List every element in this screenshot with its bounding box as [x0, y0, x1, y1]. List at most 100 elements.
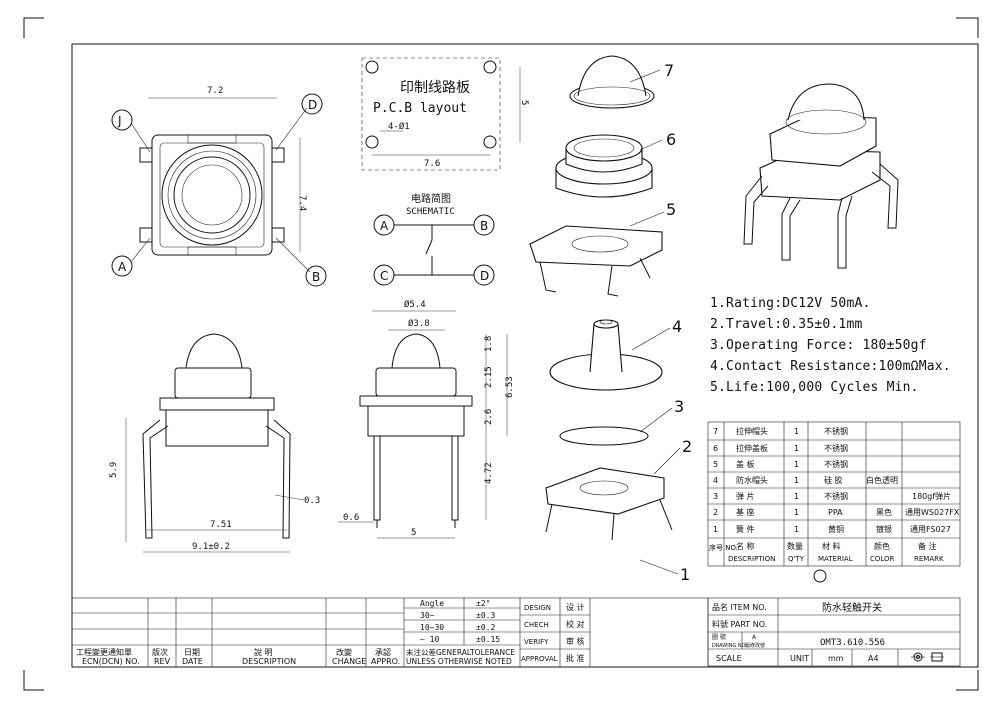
ecn-en: ECN(DCN) NO. [82, 657, 140, 666]
bom-name: 弹 片 [736, 491, 755, 501]
tol-range: Angle [420, 599, 444, 608]
spec-operating-force: 3.Operating Force: 180±50gf [710, 338, 927, 353]
bom-name: 防水帽头 [736, 475, 768, 485]
item-label: 品名 ITEM NO. [712, 602, 767, 612]
side-dim-width: 7.51 [210, 520, 232, 530]
tol-range: ~ 10 [420, 635, 439, 644]
bom-qty: 1 [794, 476, 799, 485]
crop-marks [23, 17, 979, 691]
tol-value: ±0.15 [476, 635, 500, 644]
front-dim-inner: Ø3.8 [408, 318, 430, 329]
isometric-assembly [743, 83, 899, 269]
revision-block [71, 597, 709, 668]
title-block-text: 品名 ITEM NO. 防水轻触开关 料號 PART NO. 圖 號 DRAWI… [712, 601, 885, 663]
callout-3: 3 [674, 397, 684, 416]
front-view: Ø5.4 Ø3.8 1.8 2.15 2.6 4.72 6.53 0.6 5 [338, 299, 515, 539]
bom-name: 簧 件 [736, 524, 755, 534]
pcb-dim-w: 7.6 [424, 159, 440, 169]
bom-header-qty-en: Q'TY [788, 555, 805, 563]
bom-header-no: 序号 NO. [709, 543, 738, 552]
scale-label: SCALE [716, 654, 742, 663]
revision-block-text: 工程變更通知單 ECN(DCN) NO. 版次 REV 日期 DATE 說 明 … [76, 599, 585, 666]
desc-cn: 說 明 [254, 647, 273, 657]
pcb-hole-note: 4-Ø1 [388, 121, 410, 132]
bom-remark: 180gf弹片 [912, 491, 951, 501]
top-view-label-b: B [312, 270, 320, 284]
approval-en: CHECH [524, 621, 549, 629]
top-view-label-d: D [308, 98, 317, 112]
bom-header-mat-en: MATERIAL [818, 555, 853, 563]
bom-rows: 7 拉伸帽头 1 不锈钢 6 拉伸盖板 1 不锈钢 5 盖 板 1 不锈钢 4 … [709, 426, 960, 563]
bom-no: 1 [713, 525, 718, 534]
unit-label: UNIT [790, 654, 809, 663]
change-en: CHANGE [332, 657, 366, 666]
top-view: 7.2 7.4 J D A B [111, 86, 327, 287]
bom-material: 不锈钢 [824, 491, 848, 501]
callout-5: 5 [666, 200, 676, 219]
exploded-parts: 7 6 5 4 3 2 1 [529, 55, 692, 584]
bom-material: 不锈钢 [824, 443, 848, 453]
bom-table [707, 421, 961, 567]
top-view-label-a: A [118, 260, 127, 274]
drawing-sub-label: DRAWING NO. [712, 643, 747, 649]
spec-rating: 1.Rating:DC12V 50mA. [710, 296, 871, 311]
bom-material: 硅 胶 [824, 475, 843, 485]
tol-value: ±0.2 [476, 623, 495, 632]
approval-en: DESIGN [524, 604, 551, 612]
appro-en: APPRO. [371, 657, 400, 666]
schematic-title-en: SCHEMATIC [406, 207, 455, 217]
appro-cn: 承認 [375, 647, 391, 657]
bom-color: 黑色 [876, 507, 892, 517]
bom-material: 不锈钢 [824, 426, 848, 436]
schematic-node-a: A [380, 219, 389, 233]
bom-header-color-en: COLOR [870, 555, 895, 563]
unit-value: mm [828, 654, 844, 663]
approval-cn: 校 对 [566, 619, 585, 629]
approval-en: APPROVAL [521, 655, 558, 663]
bom-color: 白色透明 [866, 475, 898, 485]
bom-remark: 通用FS027 [910, 524, 951, 534]
drawing-number: OMT3.610.556 [820, 638, 885, 648]
schematic-node-d: D [480, 269, 489, 283]
schematic-node-c: C [380, 269, 388, 283]
bom-name: 拉伸帽头 [736, 426, 768, 436]
approval-cn: 审 核 [566, 636, 585, 646]
bom-no: 7 [713, 427, 718, 436]
front-dim-v3: 2.6 [484, 409, 494, 425]
tol-value: ±0.3 [476, 611, 495, 620]
side-dim-leg: 0.3 [304, 496, 320, 506]
bom-no: 2 [713, 508, 718, 517]
bom-material: PPA [828, 508, 843, 517]
side-dim-height: 5.9 [109, 462, 119, 478]
bom-material: 黄铜 [828, 524, 844, 534]
spec-life: 5.Life:100,000 Cycles Min. [710, 380, 919, 395]
pcb-dim-h: 5 [519, 100, 529, 105]
change-cn: 改變 [336, 647, 352, 657]
tol-footer-cn: 未注公差GENERALTOLERANCE [406, 647, 515, 657]
front-dim-v1: 1.8 [484, 336, 494, 352]
paper-size: A4 [868, 654, 879, 663]
bom-name: 拉伸盖板 [736, 443, 768, 453]
side-dim-total: 9.1±0.2 [192, 542, 230, 552]
rev-en: REV [154, 657, 171, 666]
front-dim-pin: 0.6 [343, 513, 359, 523]
spec-travel: 2.Travel:0.35±0.1mm [710, 317, 863, 332]
side-view: 5.9 7.51 9.1±0.2 0.3 [109, 333, 320, 553]
front-dim-v4: 4.72 [484, 462, 494, 484]
bom-color: 镀银 [876, 524, 892, 534]
spec-contact-resistance: 4.Contact Resistance:100mΩMax. [710, 359, 951, 374]
item-value: 防水轻触开关 [822, 601, 882, 614]
front-dim-pitch: 5 [411, 528, 416, 538]
top-view-dim-w: 7.2 [207, 86, 223, 96]
drawing-label: 圖 號 [712, 633, 726, 641]
part-label: 料號 PART NO. [712, 619, 767, 629]
bom-no: 6 [713, 444, 718, 453]
callout-6: 6 [666, 130, 676, 149]
tol-value: ±2° [476, 599, 490, 608]
top-view-label-j: J [117, 114, 122, 128]
projection-symbol-icon [911, 652, 944, 662]
tol-range: 30~ [420, 611, 435, 620]
approval-cn: 批 准 [566, 653, 585, 663]
rev-cn: 版次 [152, 647, 168, 657]
bom-no: 4 [713, 476, 718, 485]
